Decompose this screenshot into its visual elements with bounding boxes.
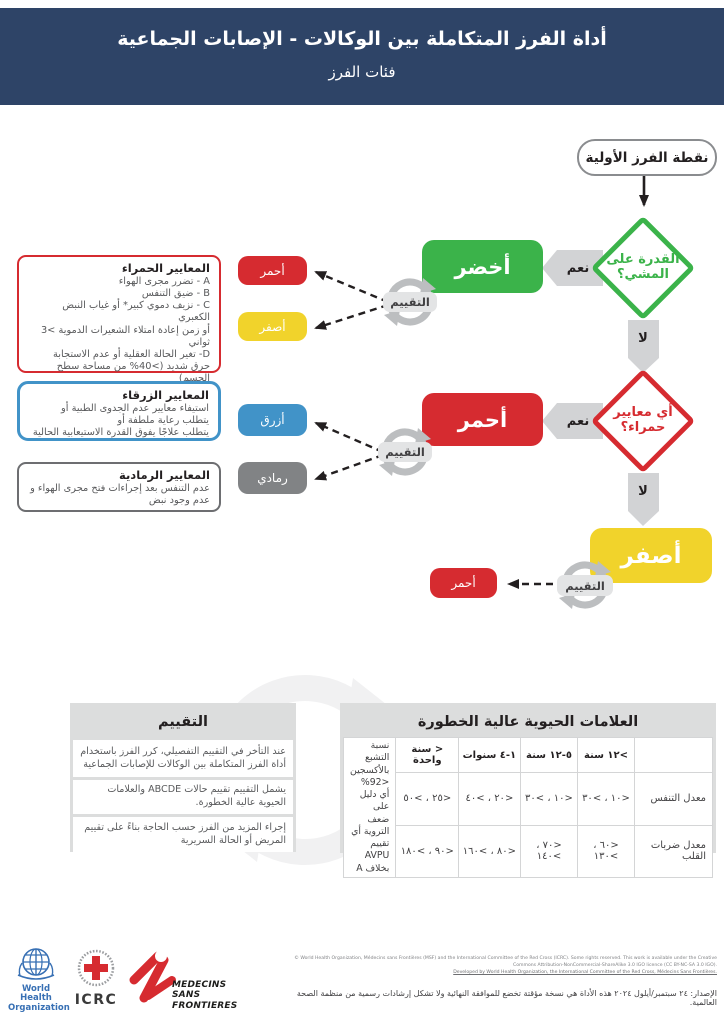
- blue-criteria-line: استيفاء معايير عدم الجدوى الطبية أو: [61, 402, 209, 414]
- red-criteria-line: D- تغير الحالة العقلية أو عدم الاستجابة: [53, 348, 210, 360]
- assessment-row: عند التأخر في التقييم التفصيلي، كرر الفر…: [73, 740, 293, 777]
- who-logo: World Health Organization: [8, 945, 70, 1013]
- red-criteria-line: حرق شديد (>40% من مساحة سطح الجسم): [56, 360, 210, 385]
- gray-criteria-line: عدم التنفس بعد إجراءات فتح مجرى الهواء و: [30, 482, 210, 494]
- heart-rate-value: <٦٠ ، >١٣٠: [577, 824, 635, 878]
- red-criteria-line: B - ضيق التنفس: [141, 288, 210, 300]
- assessment-table: التقييم عند التأخر في التقييم التفصيلي، …: [70, 703, 296, 852]
- who-name-line2: Organization: [8, 1002, 70, 1013]
- msf-name-line2: SANS FRONTIERES: [172, 990, 238, 1011]
- blue-criteria-box: المعايير الزرقاء استيفاء معايير عدم الجد…: [17, 381, 221, 441]
- blue-criteria-line: يتطلب علاجًا يفوق القدرة الاستيعابية الح…: [32, 427, 209, 439]
- no-chevron-walk: [628, 320, 659, 373]
- gray-criteria-line: عدم وجود نبض: [148, 495, 210, 507]
- vitals-table-title: العلامات الحيوية عالية الخطورة: [417, 713, 639, 730]
- reassess-label-3: التقييم: [557, 575, 613, 596]
- heart-rate-value: <٩٠ ، >١٨٠: [395, 824, 460, 878]
- vitals-row-label: معدل ضربات القلب: [633, 824, 714, 878]
- blue-tag-pill: أزرق: [238, 404, 307, 436]
- vitals-row-label: معدل التنفس: [633, 772, 714, 826]
- copyright-line: © World Health Organization, Médecins sa…: [294, 956, 717, 968]
- gray-criteria-title: المعايير الرمادية: [119, 468, 210, 482]
- reassess-label-2: التقييم: [378, 442, 432, 462]
- vitals-corner-cell: [633, 736, 714, 774]
- red-category-box: أحمر: [422, 393, 543, 446]
- vitals-notes-cell: نسبة التشبع بالأكسجين <92% أي دليل على ض…: [342, 737, 397, 878]
- respiratory-value: <٢٥ ، >٥٠: [395, 772, 460, 826]
- msf-name-line1: MEDECINS: [172, 980, 227, 990]
- red-tag-pill: أحمر: [238, 256, 307, 285]
- heart-rate-value: <٧٠ ، >١٤٠: [519, 824, 579, 878]
- blue-criteria-line: يتطلب رعاية ملطفة أو: [117, 415, 209, 427]
- red-criteria-line: C - نزيف دموي كبير* أو غياب النبض الكعبر…: [62, 300, 210, 324]
- assessment-table-title: التقييم: [158, 713, 208, 730]
- start-node: نقطة الفرز الأولية: [577, 139, 717, 176]
- red-decision-diamond: أي معايير حمراء؟: [589, 367, 697, 475]
- yes-chevron-walk: [542, 250, 603, 286]
- respiratory-value: <٢٠ ، >٤٠: [458, 772, 521, 826]
- page-title: أداة الفرز المتكاملة بين الوكالات - الإص…: [117, 28, 607, 50]
- copyright-text: © World Health Organization, Médecins sa…: [285, 956, 717, 977]
- page-subtitle: فئات الفرز: [328, 63, 396, 81]
- green-category-box: أخضر: [422, 240, 543, 293]
- walk-question-text: القدرة على المشي؟: [606, 252, 680, 282]
- who-globe-icon: [17, 948, 55, 980]
- assessment-row: إجراء المزيد من الفرز حسب الحاجة بناءً ع…: [73, 817, 293, 852]
- respiratory-value: <١٠ ، >٣٠: [519, 772, 579, 826]
- age-header: >١٢ سنة: [577, 736, 635, 774]
- age-header: ٥-١٢ سنة: [519, 736, 579, 774]
- icrc-logo: ICRC: [72, 948, 120, 1008]
- yes-label-red: نعم: [566, 413, 590, 429]
- assessment-row: يشمل التقييم تقييم حالات ABCDE والعلامات…: [73, 780, 293, 814]
- who-name-line1: World Health: [20, 984, 52, 1004]
- yes-label-walk: نعم: [566, 260, 590, 276]
- respiratory-value: <١٠ ، >٣٠: [577, 772, 635, 826]
- red-criteria-title: المعايير الحمراء: [121, 261, 210, 275]
- gray-criteria-box: المعايير الرمادية عدم التنفس بعد إجراءات…: [17, 462, 221, 512]
- dashed-arrows-red-branch: [314, 421, 384, 481]
- gray-tag-pill: رمادي: [238, 462, 307, 494]
- yes-chevron-red: [542, 403, 603, 439]
- no-label-red: لا: [638, 483, 648, 499]
- arrow-start-to-walk: [639, 175, 649, 207]
- yellow-category-box: أصفر: [590, 528, 712, 583]
- red-question-text: أي معايير حمراء؟: [613, 405, 673, 435]
- no-chevron-red: [628, 473, 659, 526]
- red-criteria-line: A - تضرر مجرى الهواء: [118, 275, 210, 287]
- icrc-cross-icon: [77, 949, 115, 987]
- red-criteria-line: أو زمن إعادة امتلاء الشعيرات الدموية >3 …: [40, 324, 210, 348]
- start-node-label: نقطة الفرز الأولية: [585, 149, 709, 166]
- dashed-arrow-yellow-branch: [507, 579, 553, 589]
- header-banner: أداة الفرز المتكاملة بين الوكالات - الإص…: [0, 8, 724, 105]
- msf-runner-icon: [129, 950, 176, 1003]
- age-header: < سنة واحدة: [395, 736, 460, 774]
- blue-criteria-title: المعايير الزرقاء: [122, 388, 209, 402]
- heart-rate-value: <٨٠ ، >١٦٠: [458, 824, 521, 878]
- walk-decision-diamond: القدرة على المشي؟: [589, 214, 697, 322]
- vitals-table: العلامات الحيوية عالية الخطورة >١٢ سنة ٥…: [340, 703, 716, 878]
- vitals-grid: >١٢ سنة ٥-١٢ سنة ١-٤ سنوات < سنة واحدة ن…: [342, 736, 714, 878]
- icrc-label: ICRC: [74, 992, 118, 1008]
- yellow-tag-pill: أصفر: [238, 312, 307, 341]
- reassess-label-1: التقييم: [383, 292, 437, 312]
- version-note: الإصدار: ٢٤ سبتمبر/أيلول ٢٠٢٤ هذه الأداة…: [296, 989, 717, 1007]
- age-header: ١-٤ سنوات: [458, 736, 521, 774]
- red-tag-pill-bottom: أحمر: [430, 568, 497, 598]
- dashed-arrows-green-branch: [314, 270, 389, 330]
- no-label-walk: لا: [638, 330, 648, 346]
- developed-by-line[interactable]: Developed by World Health Organization, …: [453, 969, 717, 975]
- red-criteria-box: المعايير الحمراء A - تضرر مجرى الهواء B …: [17, 255, 221, 408]
